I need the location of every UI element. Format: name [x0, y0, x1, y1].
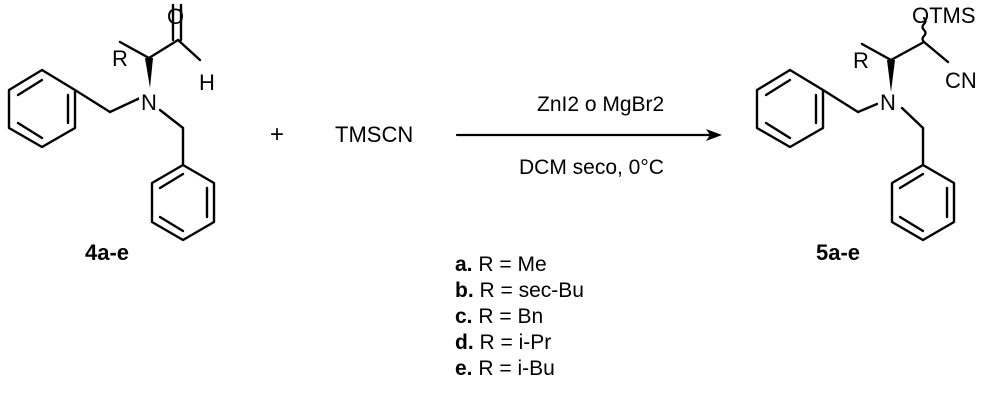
product-wavy-bond-otms: [921, 16, 927, 44]
product-structure: R OTMS CN N 5a-e: [755, 3, 977, 265]
substituent-key: a.: [455, 253, 473, 276]
substituent-key: b.: [455, 279, 474, 302]
substituent-item-d: d. R = i-Pr: [455, 331, 551, 355]
reactant-hydrogen-atom: H: [199, 70, 215, 95]
product-cn-group: CN: [945, 68, 977, 93]
product-n-ch2-bond-right: [900, 106, 925, 130]
substituent-key: c.: [455, 305, 473, 328]
reagent-tmscn: TMSCN: [335, 122, 413, 147]
plus-sign: +: [270, 121, 284, 148]
product-stereo-wedge: [887, 60, 895, 92]
product-cn-bond: [922, 40, 950, 64]
reactant-n-ch2-bond-right: [158, 108, 185, 130]
product-ch2-n-bond-left: [856, 102, 879, 114]
substituent-item-b: b. R = sec-Bu: [455, 279, 584, 303]
substituent-text: R = Bn: [472, 305, 544, 328]
substituent-text: R = sec-Bu: [473, 279, 584, 302]
substituent-key: e.: [455, 357, 473, 380]
conditions-above-arrow: ZnI2 o MgBr2: [537, 93, 664, 116]
product-label: 5a-e: [816, 240, 860, 265]
substituent-item-a: a. R = Me: [455, 253, 547, 277]
product-ch2-bond-left: [821, 88, 860, 114]
reactant-c-c-bond: [147, 38, 180, 60]
reactant-structure: R O H N 4a-e: [7, 3, 216, 265]
substituent-key: d.: [455, 331, 474, 354]
substituent-text: R = Me: [472, 253, 547, 276]
reactant-r-bond: [118, 40, 151, 60]
product-nitrogen-atom: N: [880, 90, 896, 115]
substituent-item-c: c. R = Bn: [455, 305, 543, 329]
product-otms-group: OTMS: [912, 3, 976, 28]
reactant-benzene-ring-bottom: [150, 163, 216, 242]
conditions-below-arrow: DCM seco, 0°C: [519, 156, 664, 179]
reactant-aldehyde-h-bond: [176, 38, 202, 62]
reactant-benzene-ring-top: [7, 68, 77, 149]
reactant-r-atom: R: [112, 46, 128, 71]
arrow-head-icon: [706, 129, 722, 141]
reactant-stereo-wedge: [145, 58, 153, 88]
reactant-ch2-bond-left: [73, 88, 112, 114]
product-c-c-bond: [889, 40, 926, 62]
product-benzene-ring-top: [755, 68, 825, 149]
substituent-item-e: e. R = i-Bu: [455, 357, 555, 381]
substituent-text: R = i-Pr: [473, 331, 552, 354]
reactant-nitrogen-atom: N: [141, 90, 157, 115]
reaction-arrow: [455, 129, 722, 141]
reactant-oxygen-atom: O: [167, 4, 184, 29]
reactant-label: 4a-e: [85, 240, 129, 265]
product-r-atom: R: [853, 48, 869, 73]
product-r-bond: [860, 42, 893, 62]
product-benzene-ring-bottom: [890, 163, 956, 242]
substituent-text: R = i-Bu: [472, 357, 555, 380]
reactant-ch2-n-bond-left: [108, 96, 142, 114]
